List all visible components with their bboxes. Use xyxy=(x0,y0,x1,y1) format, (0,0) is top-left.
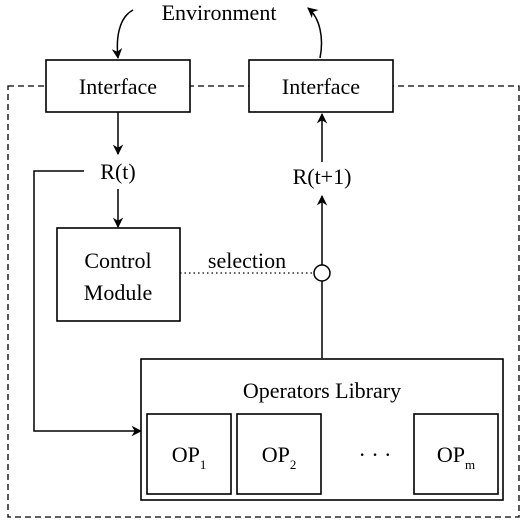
operator-box-2 xyxy=(236,413,322,495)
state-to-library-arrow xyxy=(33,170,143,437)
environment-label: Environment xyxy=(162,0,277,25)
operators-library-title: Operators Library xyxy=(243,378,401,403)
operator-box-1 xyxy=(146,413,232,495)
output-interface-label: Interface xyxy=(282,74,360,99)
interface-to-environment-arrow xyxy=(307,7,323,59)
operator-box-m xyxy=(413,413,499,495)
control-module-line2: Module xyxy=(84,280,152,305)
next-state-label: R(t+1) xyxy=(293,164,352,189)
environment-to-interface-arrow xyxy=(111,9,134,60)
selection-label: selection xyxy=(208,248,286,273)
control-module-line1: Control xyxy=(84,248,151,273)
control-module-box xyxy=(56,227,181,322)
operator-2-label: OP2 xyxy=(262,442,297,472)
operators-ellipsis: · · · xyxy=(359,442,392,467)
current-state-label: R(t) xyxy=(100,159,135,184)
input-interface-label: Interface xyxy=(79,74,157,99)
output-interface-box xyxy=(248,59,394,113)
selection-switch-node xyxy=(313,264,331,282)
operator-1-label: OP1 xyxy=(172,442,207,472)
operator-m-label: OPm xyxy=(437,442,475,472)
